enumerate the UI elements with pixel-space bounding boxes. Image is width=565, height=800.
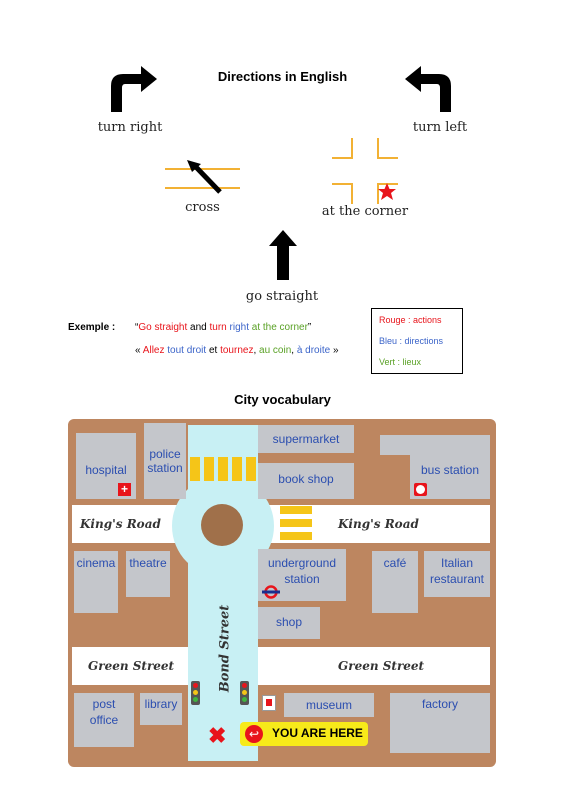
- underground-icon: [262, 585, 280, 599]
- bond-street-label: Bond Street: [217, 604, 233, 693]
- post-office-label-1: post: [92, 697, 116, 711]
- example-french: « Allez tout droit et tournez, au coin, …: [135, 345, 339, 356]
- cinema-label: cinema: [76, 556, 116, 570]
- roundabout-center: [201, 504, 243, 546]
- ex-turn: turn: [209, 322, 227, 333]
- shop-label: shop: [275, 615, 303, 629]
- x-marker-icon: ✖: [208, 723, 227, 748]
- italian-label-1: Italian: [440, 556, 474, 570]
- city-map: hospital + police station supermarket bo…: [68, 419, 496, 767]
- zebra-crossing-top: [190, 457, 256, 481]
- bus-station-icon: [414, 483, 427, 496]
- police-station-block: [144, 423, 186, 499]
- quote-close: ”: [307, 322, 312, 333]
- museum-label: museum: [305, 698, 352, 712]
- hospital-label: hospital: [85, 463, 127, 477]
- underground-label-1: underground: [267, 556, 337, 570]
- police-label-2: station: [147, 461, 183, 475]
- book-shop-block: [258, 463, 354, 499]
- you-are-here-label: YOU ARE HERE: [272, 726, 363, 740]
- police-label-1: police: [149, 447, 181, 461]
- legend-bleu: Bleu : directions: [379, 336, 444, 346]
- ex-at-the-corner: at the corner: [248, 322, 308, 333]
- city-vocabulary-title: City vocabulary: [234, 392, 331, 407]
- ex-comma1: ,: [253, 345, 260, 356]
- theatre-label: theatre: [129, 556, 167, 570]
- at-the-corner-label: at the corner: [321, 204, 409, 219]
- theatre-block: [126, 551, 170, 597]
- supermarket-block: [258, 425, 354, 453]
- post-office-label-2: office: [89, 713, 119, 727]
- ex-tournez: tournez: [220, 345, 254, 356]
- library-block: [140, 693, 182, 725]
- ex-right: right: [226, 322, 249, 333]
- green-street-label-left: Green Street: [88, 659, 175, 673]
- bus-station-top-block: [380, 435, 490, 455]
- fr-quote-open: «: [135, 345, 143, 356]
- factory-label: factory: [421, 697, 458, 711]
- page-title: Directions in English: [217, 69, 348, 84]
- green-street: [72, 647, 490, 685]
- traffic-light-right-icon: [240, 681, 249, 705]
- go-straight-arrow-icon: [269, 230, 297, 280]
- legend-rouge: Rouge : actions: [379, 315, 442, 325]
- go-straight-label: go straight: [245, 289, 319, 304]
- ex-au-coin: au coin: [259, 345, 292, 356]
- italian-label-2: restaurant: [429, 572, 485, 586]
- turn-right-label: turn right: [97, 120, 163, 135]
- shop-block: [258, 607, 320, 639]
- ex-comma2: ,: [291, 345, 297, 356]
- color-legend: Rouge : actions Bleu : directions Vert :…: [371, 308, 463, 374]
- cinema-block: [74, 551, 118, 613]
- ex-et: et: [206, 345, 221, 356]
- factory-block: [390, 693, 490, 753]
- you-are-here-arrow-icon: ↩: [245, 725, 263, 743]
- book-shop-label: book shop: [278, 472, 334, 486]
- green-street-label-right: Green Street: [338, 659, 425, 673]
- turn-left-arrow-icon: [405, 66, 451, 112]
- cafe-label: café: [383, 556, 407, 570]
- kings-road-label-right: King's Road: [338, 517, 419, 531]
- turn-left-label: turn left: [412, 120, 468, 135]
- underground-label-2: station: [284, 572, 320, 586]
- museum-icon: [262, 695, 276, 711]
- ex-go-straight: Go straight: [138, 322, 188, 333]
- traffic-light-left-icon: [191, 681, 200, 705]
- zebra-crossing-right: [280, 506, 312, 542]
- you-are-here-badge: ↩ YOU ARE HERE: [240, 722, 368, 746]
- ex-allez: Allez: [142, 345, 165, 356]
- cafe-block: [372, 551, 418, 613]
- ex-a-droite: à droite: [296, 345, 331, 356]
- ex-tout-droit: tout droit: [164, 345, 207, 356]
- quote-open: “: [135, 322, 139, 333]
- post-office-block: [74, 693, 134, 747]
- cross-road-icon: [165, 160, 240, 194]
- cross-label: cross: [185, 200, 220, 215]
- hospital-cross-icon: +: [118, 483, 131, 496]
- turn-right-arrow-icon: [111, 66, 157, 112]
- italian-restaurant-block: [424, 551, 490, 597]
- ex-and: and: [187, 322, 210, 333]
- bus-station-label: bus station: [420, 463, 480, 477]
- legend-vert: Vert : lieux: [379, 357, 422, 367]
- museum-block: [284, 693, 374, 717]
- supermarket-label: supermarket: [272, 432, 340, 446]
- example-label: Exemple :: [68, 322, 116, 333]
- library-label: library: [144, 697, 178, 711]
- fr-quote-close: »: [330, 345, 339, 356]
- corner-icon: [332, 138, 398, 204]
- example-english: “Go straight and turn right at the corne…: [135, 322, 311, 333]
- kings-road-label-left: King's Road: [80, 517, 161, 531]
